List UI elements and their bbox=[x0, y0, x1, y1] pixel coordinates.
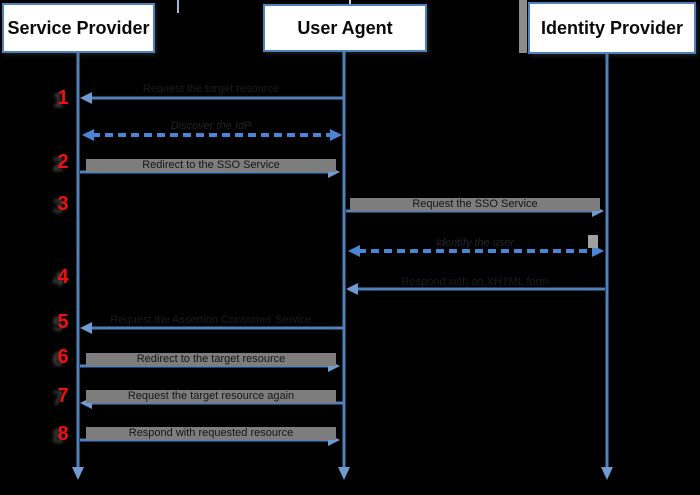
arrow-step-5 bbox=[80, 322, 344, 334]
step-number-3: 3 bbox=[57, 193, 69, 215]
step-number-7: 7 bbox=[57, 385, 69, 407]
actor-box-service-provider: Service Provider bbox=[2, 3, 155, 53]
message-label-step-2: Redirect to the SSO Service bbox=[86, 159, 336, 172]
arrow-note-discover-idp bbox=[82, 129, 342, 141]
actor-label: Service Provider bbox=[7, 17, 150, 38]
step-number-6: 6 bbox=[57, 346, 69, 368]
message-label-step-8: Respond with requested resource bbox=[86, 427, 336, 440]
lifeline-identity-provider bbox=[601, 54, 613, 480]
step-number-1: 1 bbox=[57, 87, 69, 109]
message-label-step-4: Respond with an XHTML form bbox=[401, 276, 549, 288]
gray-artifact-bar bbox=[519, 0, 527, 53]
actor-box-user-agent: User Agent bbox=[263, 4, 427, 52]
step-number-8: 8 bbox=[57, 423, 69, 445]
message-label-step-6: Redirect to the target resource bbox=[86, 353, 336, 366]
step-number-2: 2 bbox=[57, 151, 69, 173]
actor-label: Identity Provider bbox=[540, 17, 684, 38]
arrow-note-identify-user bbox=[348, 245, 604, 257]
arrow-step-1 bbox=[80, 92, 344, 104]
message-label-note-discover-idp: Discover the IdP bbox=[170, 120, 252, 132]
message-label-step-7: Request the target resource again bbox=[86, 390, 336, 403]
actor-label: User Agent bbox=[297, 17, 393, 38]
step-number-5: 5 bbox=[57, 311, 69, 333]
gray-artifact-square bbox=[588, 235, 598, 248]
lifeline-user-agent bbox=[338, 52, 350, 480]
arrow-step-4 bbox=[346, 283, 605, 295]
lifeline-service-provider bbox=[72, 53, 84, 480]
message-label-step-3: Request the SSO Service bbox=[350, 198, 600, 211]
message-label-step-5: Request the Assertion Consumer Service bbox=[110, 314, 312, 326]
message-label-step-1: Request the target resource bbox=[142, 83, 280, 95]
step-number-4: 4 bbox=[57, 266, 69, 288]
message-label-note-identify-user: Identify the user bbox=[435, 237, 515, 249]
actor-box-identity-provider: Identity Provider bbox=[528, 2, 696, 54]
